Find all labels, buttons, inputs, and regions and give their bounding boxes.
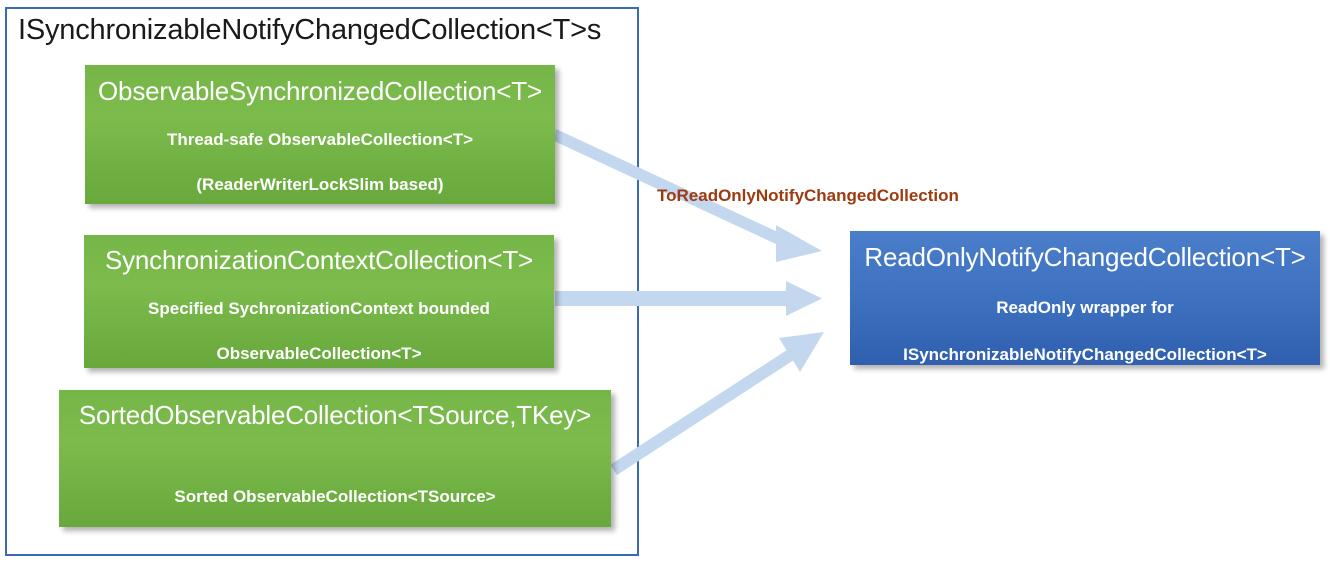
arrow-label-to-readonly: ToReadOnlyNotifyChangedCollection [657,186,959,205]
node-desc-line1: Specified SychronizationContext bounded [148,298,490,318]
node-title: ObservableSynchronizedCollection<T> [98,76,542,106]
node-observable-synchronized-collection[interactable]: ObservableSynchronizedCollection<T> Thre… [85,65,555,204]
arrow-bottom [610,332,824,475]
node-readonly-notify-changed-collection[interactable]: ReadOnlyNotifyChangedCollection<T> ReadO… [850,231,1320,365]
node-title: ReadOnlyNotifyChangedCollection<T> [864,242,1306,272]
node-desc-line1: ReadOnly wrapper for [996,297,1174,317]
group-container-title: ISynchronizableNotifyChangedCollection<T… [18,14,602,46]
node-desc-line1: Sorted ObservableCollection<TSource> [174,486,496,506]
group-container-isynchronizable [5,7,639,556]
node-title: SortedObservableCollection<TSource,TKey> [78,400,592,430]
node-desc-line1: Thread-safe ObservableCollection<T> [166,129,474,149]
node-desc-line2: ObservableCollection<T> [216,343,422,363]
node-desc-line2: ISynchronizableNotifyChangedCollection<T… [903,344,1267,364]
node-sorted-observable-collection[interactable]: SortedObservableCollection<TSource,TKey>… [59,390,611,527]
node-title: SynchronizationContextCollection<T> [104,245,534,275]
node-desc-line2: (ReaderWriterLockSlim based) [196,174,444,194]
node-synchronization-context-collection[interactable]: SynchronizationContextCollection<T> Spec… [84,235,554,368]
